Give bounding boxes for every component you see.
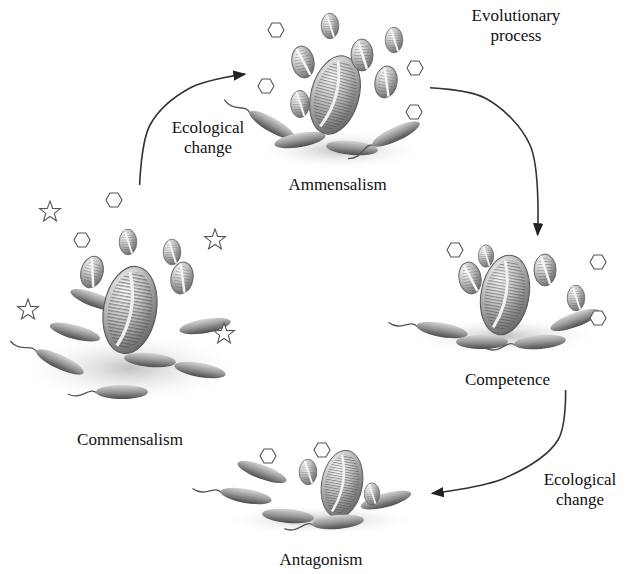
shadow xyxy=(218,505,422,535)
diatom xyxy=(316,447,368,521)
organism-group: Competence xyxy=(400,235,615,390)
hexagon-molecule xyxy=(106,193,122,207)
microbe-cluster xyxy=(192,443,422,535)
arrow-label: Evolutionary process xyxy=(460,6,572,46)
diatom-cell xyxy=(567,285,585,311)
group-caption: Commensalism xyxy=(74,430,186,450)
organism-group: Commensalism xyxy=(10,185,250,450)
diatom-cell xyxy=(385,27,403,53)
hexagon-molecule xyxy=(74,233,90,247)
group-caption: Competence xyxy=(462,370,553,390)
hexagon-molecule xyxy=(260,449,276,463)
diatom-cell xyxy=(456,260,483,295)
star-molecule xyxy=(40,201,61,221)
diatom-cell xyxy=(163,239,181,265)
process-arrow xyxy=(430,88,538,235)
hexagon-molecule xyxy=(590,311,606,325)
bacterium xyxy=(325,139,378,157)
star-molecule xyxy=(214,323,235,343)
bacterium xyxy=(235,457,289,488)
diatom-cell xyxy=(351,39,373,71)
microbe-cluster xyxy=(388,243,606,355)
bacterium xyxy=(173,359,227,382)
diatom-cell xyxy=(119,229,137,255)
hexagon-molecule xyxy=(314,443,330,457)
diatom-cell xyxy=(77,254,107,291)
diatom-cell xyxy=(364,483,379,505)
diatom-cell xyxy=(478,245,493,267)
group-caption: Antagonism xyxy=(276,550,365,570)
arrow-label: Ecological change xyxy=(536,470,624,510)
hexagon-molecule xyxy=(268,23,284,37)
organism-group: Ammensalism xyxy=(245,0,430,195)
diatom-cell xyxy=(168,260,195,295)
bacterium xyxy=(284,513,365,534)
bacterium xyxy=(388,314,469,342)
star-molecule xyxy=(205,229,226,249)
star-molecule xyxy=(18,299,39,319)
microbe-cluster xyxy=(8,193,242,404)
bacterium xyxy=(273,129,327,152)
bacterium xyxy=(261,507,314,525)
bacterium xyxy=(192,480,273,508)
hexagon-molecule xyxy=(258,79,274,93)
diatom-cell xyxy=(534,254,556,286)
bacterium xyxy=(344,117,422,163)
hexagon-molecule xyxy=(406,105,422,119)
bacterium xyxy=(68,385,148,399)
hexagon-molecule xyxy=(407,61,423,75)
group-caption: Ammensalism xyxy=(285,175,389,195)
organism-group: Antagonism xyxy=(210,438,432,570)
diatom-cell xyxy=(289,44,316,79)
hexagon-molecule xyxy=(447,243,463,257)
diatom-cell xyxy=(321,13,339,39)
bacterium xyxy=(8,333,86,379)
microbe-cluster xyxy=(222,13,425,170)
diatom-cell xyxy=(291,90,310,117)
bacterium xyxy=(48,319,102,346)
bacterium xyxy=(456,335,508,349)
diatom-cell xyxy=(372,64,399,99)
hexagon-molecule xyxy=(590,255,606,269)
bacterium xyxy=(486,333,567,354)
arrow-label: Ecological change xyxy=(164,118,252,158)
diatom-cell xyxy=(299,459,317,485)
diatom xyxy=(96,262,163,358)
bacterium xyxy=(123,351,176,369)
